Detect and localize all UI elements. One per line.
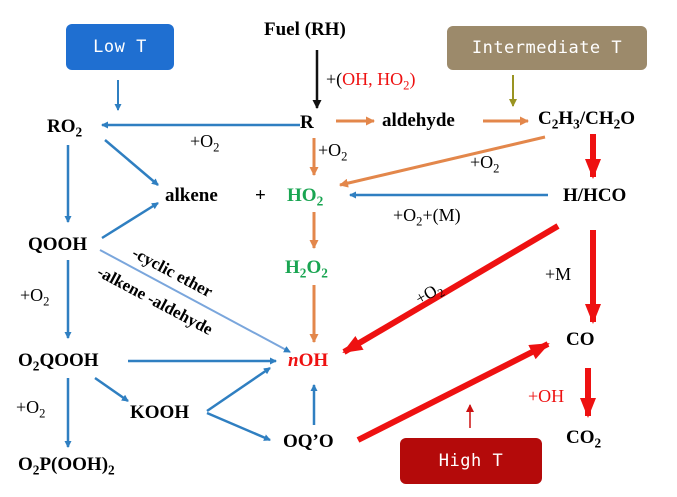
arrow-hco-to-oh [342, 223, 560, 355]
arrow-qooh-to-oh [99, 249, 291, 353]
label-co-to-co2: +OH [528, 386, 565, 406]
label-o2qooh-to-o2p: +O2 [16, 397, 46, 421]
species-alkene: alkene [165, 185, 218, 206]
species-kooh: KOOH [130, 402, 190, 423]
species-ro2: RO2 [47, 116, 83, 140]
species-h-hco: H/HCO [563, 185, 627, 206]
arrow-oqo-to-co [356, 341, 550, 443]
arrow-kooh-to-oh [206, 366, 271, 413]
label-hco-to-co: +M [545, 264, 572, 284]
species-oqo: OQ’O [283, 431, 334, 452]
arrow-kooh-to-oqo [206, 411, 271, 442]
species-plus: + [255, 185, 266, 206]
arrow-o2qooh-to-kooh [94, 376, 129, 403]
species-noh: nOH [288, 350, 329, 371]
species-co: CO [566, 329, 595, 350]
arrow-c2h3-to-ho2 [339, 135, 546, 188]
species-ho2: HO2 [287, 185, 324, 209]
label-c2h3-to-ho2: +O2 [470, 152, 500, 176]
high-t-box: High T [400, 438, 542, 484]
label-r-to-ho2: +O2 [318, 140, 348, 164]
species-qooh: QOOH [28, 234, 88, 255]
species-o2poh2: O2P(OOH)2 [18, 454, 115, 478]
label-h-to-ho2: +O2+(M) [393, 205, 461, 229]
high-t-label: High T [438, 451, 504, 471]
species-fuel: Fuel (RH) [264, 19, 346, 40]
species-c2h3-ch2o: C2H3/CH2O [538, 108, 636, 132]
label-fuel-attack: +(OH, HO2) [326, 69, 416, 93]
low-t-label: Low T [93, 37, 147, 57]
species-r: R [300, 112, 314, 133]
intermediate-t-label: Intermediate T [471, 38, 623, 58]
intermediate-t-box: Intermediate T [447, 26, 647, 70]
arrow-qooh-to-alkene [101, 201, 159, 240]
low-t-box: Low T [66, 24, 174, 70]
species-h2o2: H2O2 [285, 257, 328, 281]
label-r-to-ro2: +O2 [190, 131, 220, 155]
label-qooh-to-o2qooh: +O2 [20, 285, 50, 309]
species-o2qooh: O2QOOH [18, 350, 99, 374]
species-co2: CO2 [566, 427, 602, 451]
species-aldehyde: aldehyde [382, 110, 455, 131]
arrow-ro2-to-alkene [104, 139, 159, 186]
